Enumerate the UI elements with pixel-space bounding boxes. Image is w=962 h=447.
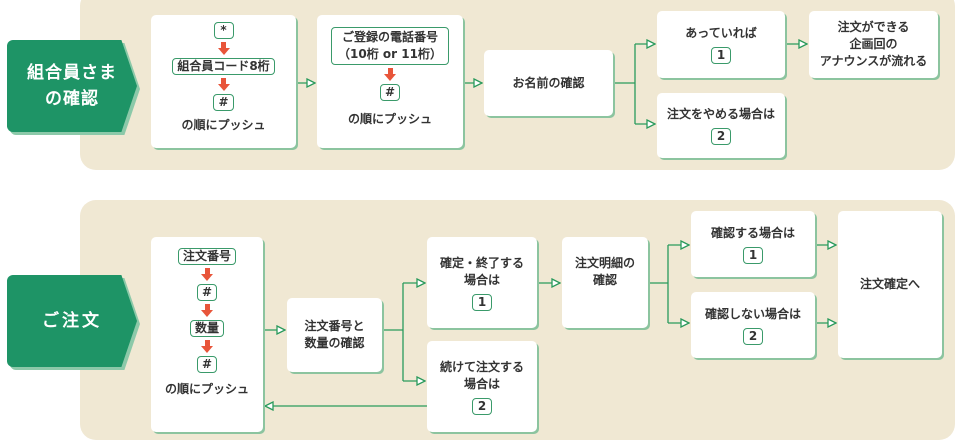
key-2: 2	[743, 327, 763, 345]
continue-box: 続けて注文する 場合は 2	[427, 341, 537, 432]
continue-line2: 場合は	[463, 376, 500, 391]
push-footer: の順にプッシュ	[181, 118, 266, 132]
push-footer: の順にプッシュ	[164, 382, 249, 396]
if-cancel-label: 注文をやめる場合は	[666, 107, 775, 121]
branch-name	[614, 44, 636, 124]
key-order-number: 注文番号	[177, 248, 236, 265]
down-arrow-icon	[201, 268, 213, 281]
final-box: 注文確定へ	[838, 211, 942, 358]
member-check-tag-line2: の確認	[45, 89, 99, 109]
key-asterisk: *	[213, 22, 234, 39]
if-cancel-box: 注文をやめる場合は 2	[657, 93, 785, 158]
announcement-line3: アナウンスが流れる	[819, 54, 928, 68]
if-correct-label: あっていれば	[685, 26, 757, 40]
detail-check-line1: 注文明細の	[574, 256, 635, 270]
finish-line1: 確定・終了する	[439, 255, 524, 270]
key-hash: #	[196, 284, 218, 301]
qty-check-box: 注文番号と 数量の確認	[287, 298, 382, 372]
continue-line1: 続けて注文する	[439, 359, 524, 374]
confirm-box: 確認する場合は 1	[691, 211, 815, 277]
no-confirm-label: 確認しない場合は	[704, 306, 801, 321]
confirm-label: 確認する場合は	[710, 225, 795, 240]
key-phone-number: ご登録の電話番号 （10桁 or 11桁）	[331, 27, 449, 65]
key-1: 1	[711, 47, 731, 64]
detail-check-box: 注文明細の 確認	[562, 237, 648, 328]
phone-push-box: ご登録の電話番号 （10桁 or 11桁） # の順にプッシュ	[317, 15, 463, 148]
branch-qty	[384, 283, 404, 381]
key-member-code: 組合員コード8桁	[172, 58, 275, 75]
key-hash: #	[196, 356, 218, 373]
qty-check-line2: 数量の確認	[304, 336, 365, 350]
key-hash: #	[213, 94, 234, 111]
down-arrow-icon	[201, 340, 213, 353]
qty-check-line1: 注文番号と	[304, 319, 365, 333]
member-check-tag-line1: 組合員さま	[27, 63, 117, 83]
detail-check-line2: 確認	[592, 273, 617, 287]
announcement-line1: 注文ができる	[837, 20, 910, 34]
branch-detail	[650, 245, 669, 323]
key-1: 1	[743, 246, 763, 264]
key-hash: #	[379, 84, 401, 101]
finish-box: 確定・終了する 場合は 1	[427, 237, 537, 328]
finish-line2: 場合は	[463, 272, 500, 287]
key-2: 2	[711, 128, 731, 145]
down-arrow-icon	[201, 304, 213, 317]
if-correct-box: あっていれば 1	[657, 11, 785, 78]
key-2: 2	[472, 397, 492, 415]
name-check-label: お名前の確認	[512, 75, 585, 90]
member-push-box: * 組合員コード8桁 # の順にプッシュ	[151, 15, 296, 148]
final-label: 注文確定へ	[859, 277, 920, 291]
order-tag: ご注文	[7, 275, 137, 367]
no-confirm-box: 確認しない場合は 2	[691, 292, 815, 358]
announcement-box: 注文ができる 企画回の アナウンスが流れる	[809, 11, 938, 78]
order-tag-label: ご注文	[42, 311, 102, 331]
down-arrow-icon	[217, 42, 230, 55]
key-1: 1	[472, 293, 492, 311]
order-push-box: 注文番号 # 数量 # の順にプッシュ	[151, 237, 263, 432]
key-quantity: 数量	[189, 320, 224, 337]
phone-key-line1: ご登録の電話番号	[341, 30, 438, 44]
announcement-line2: 企画回の	[849, 37, 898, 51]
down-arrow-icon	[217, 78, 230, 91]
member-check-tag: 組合員さま の確認	[7, 40, 137, 132]
phone-key-line2: （10桁 or 11桁）	[338, 47, 442, 61]
name-check-box: お名前の確認	[484, 50, 613, 116]
down-arrow-icon	[384, 68, 396, 81]
push-footer: の順にプッシュ	[347, 112, 432, 126]
